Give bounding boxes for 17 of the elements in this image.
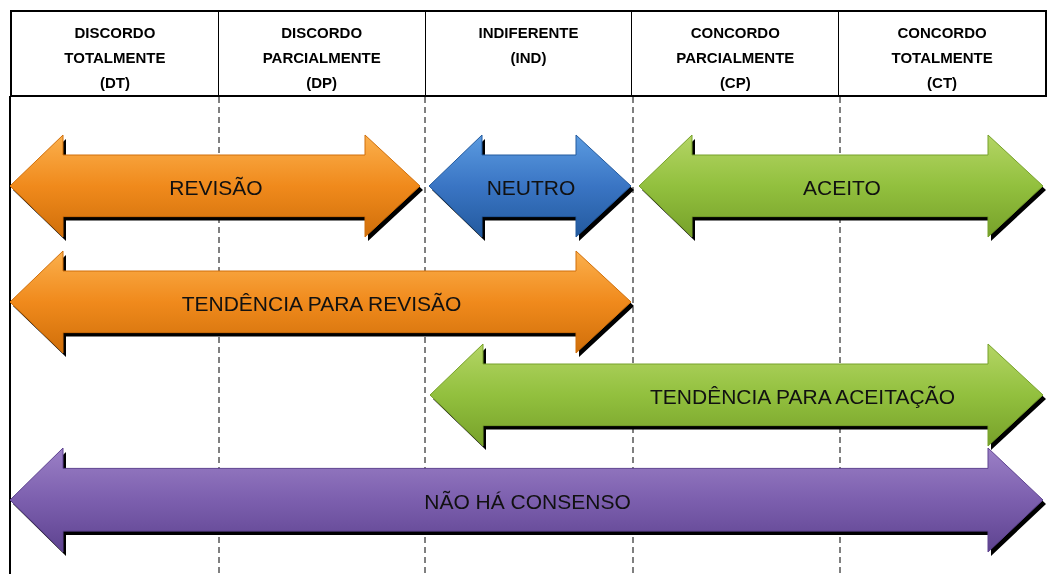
double-arrow-shape [428,342,1047,452]
column-heading: INDIFERENTE (IND) [478,23,579,68]
column-heading: CONCORDO TOTALMENTE (CT) [891,23,993,93]
arrow-label: REVISÃO [169,176,263,200]
arrow-label: NÃO HÁ CONSENSO [424,490,631,514]
arrow-label: NEUTRO [486,176,576,200]
arrow-label: ACEITO [803,176,881,200]
double-arrow-shape [8,446,1047,558]
column-heading: DISCORDO TOTALMENTE (DT) [64,23,166,93]
double-arrow-shape [637,133,1047,243]
arrow-label: TENDÊNCIA PARA REVISÃO [181,292,462,316]
double-arrow-shape [427,133,635,243]
double-arrow-shape [8,249,635,359]
double-arrow-shape [8,133,424,243]
column-heading: DISCORDO PARCIALMENTE (DP) [262,23,381,93]
column-heading: CONCORDO PARCIALMENTE (CP) [676,23,795,93]
arrow-label: TENDÊNCIA PARA ACEITAÇÃO [650,385,955,409]
